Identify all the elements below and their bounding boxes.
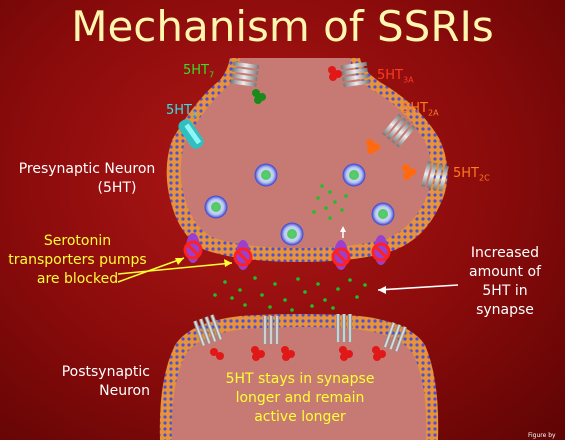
stays-label-line1: 5HT stays in synapse bbox=[225, 371, 375, 387]
increased-label-line3: 5HT in bbox=[482, 283, 528, 299]
blocked-label: Serotonin transporters pumps are blocked bbox=[0, 232, 155, 289]
presynaptic-label-line1: Presynaptic Neuron bbox=[18, 161, 156, 177]
stays-label-line2: longer and remain bbox=[235, 390, 365, 406]
post-receptor bbox=[336, 314, 352, 342]
serotonin-dots-synapse bbox=[213, 276, 367, 312]
label-5ht2c-base: 5HT bbox=[453, 166, 479, 181]
label-5ht2a: 5HT2A bbox=[402, 101, 439, 118]
post-receptor bbox=[193, 314, 223, 347]
label-5ht3-sub: 3 bbox=[192, 110, 198, 120]
ligand-green bbox=[252, 89, 266, 104]
transporter-blocked bbox=[183, 233, 203, 263]
blocked-label-line1: Serotonin bbox=[43, 233, 112, 249]
figure-credit: Figure by bbox=[528, 432, 556, 439]
stays-label-line3: active longer bbox=[254, 409, 346, 425]
post-receptor bbox=[263, 316, 279, 344]
blocked-label-line3: are blocked bbox=[36, 271, 119, 287]
postsynaptic-label-line1: Postsynaptic bbox=[61, 364, 150, 380]
increased-label-line1: Increased bbox=[470, 245, 540, 261]
vesicles bbox=[204, 163, 395, 246]
postsynaptic-label: Postsynaptic Neuron bbox=[30, 363, 150, 401]
receptor-5ht3-channel bbox=[178, 119, 204, 149]
transporter-blocked bbox=[331, 240, 351, 270]
receptor-5ht2c bbox=[420, 160, 449, 192]
vesicle bbox=[204, 195, 228, 219]
label-5ht7: 5HT7 bbox=[183, 63, 214, 80]
postsynaptic-label-line2: Neuron bbox=[99, 383, 150, 399]
label-5ht2a-base: 5HT bbox=[402, 101, 428, 116]
postsynaptic-neuron bbox=[159, 314, 439, 440]
label-5ht3a: 5HT3A bbox=[377, 68, 414, 85]
serotonin-dots-presynaptic bbox=[312, 184, 348, 220]
blocked-transporters bbox=[183, 226, 391, 270]
receptor-5ht2a bbox=[381, 113, 416, 148]
stays-label: 5HT stays in synapse longer and remain a… bbox=[200, 370, 400, 427]
receptor-5ht3a bbox=[340, 61, 370, 88]
presynaptic-label: Presynaptic Neuron (5HT) bbox=[2, 160, 172, 198]
vesicle bbox=[280, 222, 304, 246]
label-5ht3a-base: 5HT bbox=[377, 68, 403, 83]
post-receptor bbox=[383, 322, 408, 352]
label-5ht7-base: 5HT bbox=[183, 63, 209, 78]
label-5ht2c: 5HT2C bbox=[453, 166, 490, 183]
ligand-orange-2a bbox=[366, 139, 380, 154]
ligand-red-3a bbox=[328, 66, 342, 81]
vesicle bbox=[371, 202, 395, 226]
blocked-label-line2: transporters pumps bbox=[8, 252, 147, 268]
pointer-lines bbox=[117, 257, 459, 294]
postsynaptic-receptors bbox=[193, 314, 408, 352]
increased-label-line4: synapse bbox=[476, 302, 534, 318]
vesicle bbox=[254, 163, 278, 187]
transporter-blocked bbox=[371, 235, 391, 265]
presynaptic-label-line2: (5HT) bbox=[97, 180, 137, 196]
receptor-5ht7 bbox=[230, 61, 260, 87]
label-5ht3-base: 5HT bbox=[166, 103, 192, 118]
label-5ht3a-sub: 3A bbox=[403, 75, 414, 85]
ligand-orange-2c bbox=[402, 164, 416, 180]
presynaptic-neuron bbox=[166, 58, 448, 262]
transporter-blocked bbox=[233, 240, 253, 270]
label-5ht3: 5HT3 bbox=[166, 103, 197, 120]
increased-label-line2: amount of bbox=[469, 264, 541, 280]
label-5ht7-sub: 7 bbox=[209, 70, 215, 80]
label-5ht2a-sub: 2A bbox=[428, 108, 439, 118]
label-5ht2c-sub: 2C bbox=[479, 173, 490, 183]
page-title: Mechanism of SSRIs bbox=[71, 2, 494, 51]
vesicle bbox=[342, 163, 366, 187]
postsynaptic-ligands bbox=[210, 346, 386, 361]
increased-label: Increased amount of 5HT in synapse bbox=[450, 244, 560, 320]
